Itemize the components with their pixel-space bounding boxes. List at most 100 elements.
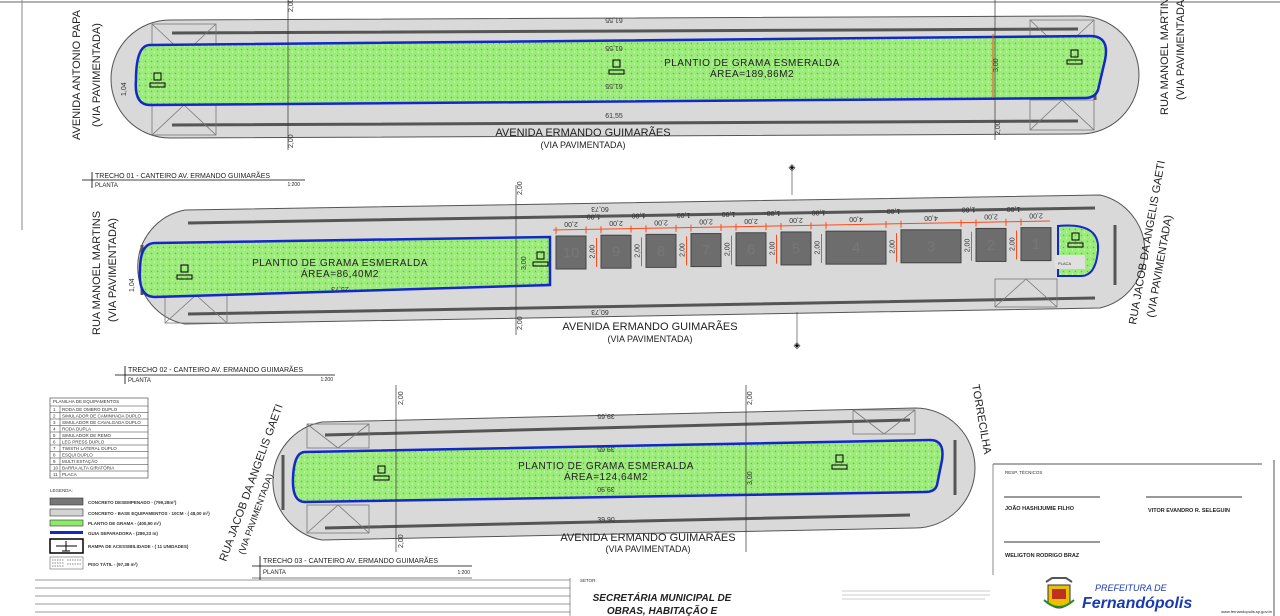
dim-chain: 4,00 — [849, 215, 863, 222]
dim-end-width: 1,04 — [121, 82, 128, 96]
equipment-base-5 — [780, 231, 812, 266]
dim-width: 3,00 — [993, 58, 1000, 72]
equipment-number: 2 — [987, 237, 995, 254]
dim-chain: 2,00 — [744, 217, 758, 224]
table-row-name: BARRA ALTA GIRATÓRIA — [62, 465, 114, 471]
table-row-name: PLACA — [62, 472, 77, 477]
equipment-icon — [532, 251, 549, 267]
dim-chain: 2,00 — [984, 212, 998, 219]
grass-label: PLANTIO DE GRAMA ESMERALDA — [252, 258, 428, 269]
table-row-number: 9 — [53, 459, 56, 464]
dim-length-top: 39,65 — [597, 445, 615, 452]
section-title: TRECHO 03 - CANTEIRO AV. ERMANDO GUIMARÃ… — [263, 556, 438, 565]
table-row-name: SIMULADOR DE CAMINHADA DUPLO — [62, 414, 142, 419]
street-bottom: AVENIDA ERMANDO GUIMARÃES — [495, 126, 670, 139]
dim-depth: 2,00 — [590, 245, 597, 259]
table-title: PLANILHA DE EQUIPAMENTOS — [53, 399, 119, 404]
equipment-icon — [608, 59, 625, 75]
legend-title: LEGENDA: — [50, 488, 73, 493]
logo-top: PREFEITURA DE — [1095, 583, 1168, 593]
dim-offset: 2,00 — [398, 391, 405, 405]
dim-depth: 2,00 — [890, 240, 897, 254]
street-left: RUA MANOEL MARTINS — [91, 211, 103, 335]
dim-length-top: 39,65 — [597, 412, 615, 419]
legend-label: PISO TÁTIL - (97,38 m²) — [88, 561, 138, 567]
dim-length: 60,73 — [591, 205, 609, 212]
dim-chain: 1,00 — [722, 210, 736, 217]
dim-offset: 2,00 — [517, 181, 524, 195]
dim-offset: 2,00 — [288, 0, 295, 12]
responsible-name: WELIGTON RODRIGO BRAZ — [1005, 553, 1080, 559]
dim-offset: 2,00 — [288, 134, 295, 148]
street-bottom-sub: (VIA PAVIMENTADA) — [605, 544, 690, 554]
legend: LEGENDA: CONCRETO DESEMPENADO - (799,28m… — [49, 488, 210, 570]
table-row-number: 2 — [53, 414, 56, 419]
legend-label: GUIA SEPARADORA - (289,23 m) — [88, 531, 158, 536]
dim-offset: 2,00 — [747, 391, 754, 405]
dim-chain: 2,00 — [699, 218, 713, 225]
section-title: TRECHO 01 - CANTEIRO AV. ERMANDO GUIMARÃ… — [95, 171, 270, 180]
table-row-number: 4 — [53, 427, 56, 432]
table-row-name: SIMULADOR DE CAVALGADA DUPLO — [62, 420, 141, 425]
equipment-icon — [1067, 232, 1084, 248]
dim-end-width: 1,04 — [129, 278, 136, 292]
street-left: AVENIDA ANTONIO PAPA — [71, 9, 83, 140]
equipment-icon — [176, 264, 193, 280]
dim-chain: 4,00 — [924, 214, 938, 221]
legend-swatch — [49, 519, 84, 527]
street-right: TORRECILHA — [969, 383, 993, 455]
table-row-name: SIMULADOR DE REMO — [62, 433, 112, 438]
dim-depth: 2,00 — [680, 243, 687, 257]
table-row-name: RODA DUPLA — [62, 427, 91, 432]
dim-depth: 2,00 — [815, 241, 822, 255]
dim-chain: 1,00 — [1007, 205, 1021, 212]
dim-grass-length: 25,73 — [331, 285, 349, 292]
trecho-03-title: TRECHO 03 - CANTEIRO AV. ERMANDO GUIMARÃ… — [252, 556, 472, 580]
dim-length: 61,55 — [605, 44, 623, 51]
table-row-name: TWISTH LATERAL DUPLO — [62, 446, 117, 451]
table-row-number: 8 — [53, 453, 56, 458]
dim-chain: 1,00 — [812, 208, 826, 215]
setor-name: SECRETÁRIA MUNICIPAL DE — [593, 591, 732, 604]
dim-chain: 1,00 — [587, 212, 601, 219]
dim-depth: 2,00 — [1010, 237, 1017, 251]
equipment-base-7 — [690, 233, 722, 268]
street-right-sub: (VIA PAVIMENTADA) — [1175, 0, 1187, 100]
equipment-number: 9 — [612, 244, 620, 261]
equipment-base-6 — [735, 232, 767, 267]
table-row-number: 6 — [53, 440, 56, 445]
street-bottom-sub: (VIA PAVIMENTADA) — [540, 140, 625, 150]
ramp-symbol-icon — [49, 538, 84, 554]
dim-chain: 1,00 — [767, 209, 781, 216]
logo-name: Fernandópolis — [1082, 595, 1192, 612]
dim-chain: 1,00 — [677, 211, 691, 218]
dim-width: 3,00 — [521, 256, 528, 270]
street-bottom-sub: (VIA PAVIMENTADA) — [607, 334, 692, 344]
table-row-name: LEG PRESS DUPLO — [62, 440, 105, 445]
equipment-number: 10 — [563, 245, 580, 262]
dim-length-bottom: 39,90 — [597, 485, 615, 492]
scale-label: 1:200 — [287, 182, 300, 188]
scale-label: 1:200 — [457, 570, 470, 576]
dim-chain: 1,00 — [887, 207, 901, 214]
table-row-number: 7 — [53, 446, 56, 451]
dim-width: 3,00 — [747, 471, 754, 485]
legend-label: CONCRETO DESEMPENADO - (799,28m²) — [88, 500, 177, 505]
dim-chain: 1,00 — [632, 212, 646, 219]
equipment-number: 3 — [927, 238, 935, 255]
grass-area: ÁREA=124,64M2 — [564, 470, 648, 483]
table-row-number: 10 — [53, 466, 59, 471]
dim-depth: 2,00 — [965, 239, 972, 253]
tactile-floor-icon — [49, 556, 84, 570]
dim-length: 61,55 — [605, 16, 623, 23]
dim-chain: 1,00 — [962, 206, 976, 213]
dim-length: 60,73 — [591, 308, 609, 315]
equipment-base-10 — [555, 235, 587, 270]
legend-label: CONCRETO - BASE EQUIPAMENTOS - 10CM - ( … — [88, 511, 210, 516]
city-coat-of-arms-icon — [1043, 577, 1075, 609]
grass-label: PLANTIO DE GRAMA ESMERALDA — [518, 461, 694, 472]
equipment-icon — [149, 72, 166, 88]
table-row-name: RODA DE OMBRO DUPLO — [62, 407, 118, 412]
website: www.fernandopolis.sp.gov.br — [1221, 609, 1273, 614]
